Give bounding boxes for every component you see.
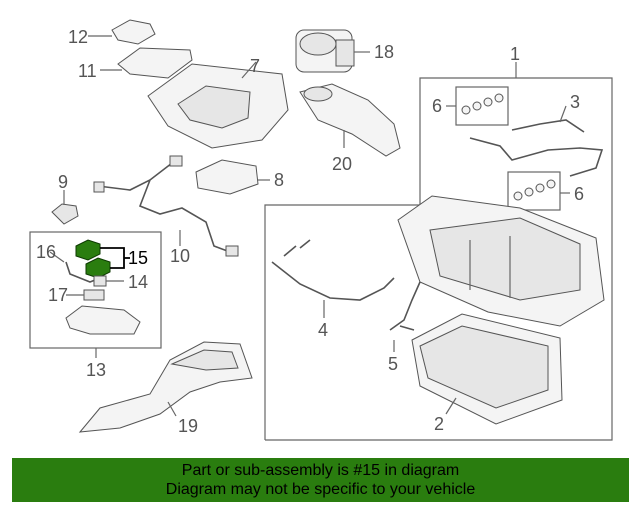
callout-4: 4 (318, 320, 328, 340)
part-11: 11 (78, 47, 193, 81)
part-6-lower: 6 (507, 171, 584, 211)
part-9: 9 (51, 172, 79, 225)
part-2-tray: 2 (411, 313, 563, 434)
callout-20: 20 (332, 154, 352, 174)
banner-line-2: Diagram may not be specific to your vehi… (165, 481, 476, 498)
callout-10: 10 (170, 246, 190, 266)
part-18-blower: 18 (295, 29, 394, 73)
callout-19: 19 (178, 416, 198, 436)
callout-2: 2 (434, 414, 444, 434)
info-banner: Part or sub-assembly is #15 in diagram D… (12, 458, 629, 502)
callout-15: 15 (128, 248, 148, 268)
part-15-highlighted: 15 (75, 239, 148, 279)
part-3-wiring: 3 (469, 92, 604, 177)
part-6-upper: 6 (432, 86, 509, 126)
banner-line-1: Part or sub-assembly is #15 in diagram (181, 462, 460, 479)
part-4-harness: 4 (271, 239, 395, 340)
callout-1-group: 1 (510, 44, 520, 78)
callout-6-lower: 6 (574, 184, 584, 204)
callout-8: 8 (274, 170, 284, 190)
callout-5: 5 (388, 354, 398, 374)
callout-18: 18 (374, 42, 394, 62)
callout-3: 3 (570, 92, 580, 112)
callout-11: 11 (78, 61, 97, 81)
battery-frame (397, 195, 605, 327)
part-17: 17 (48, 285, 105, 305)
part-14: 14 (93, 272, 148, 292)
callout-14: 14 (128, 272, 148, 292)
part-10-harness: 10 (93, 155, 239, 266)
part-19-duct: 19 (78, 341, 253, 436)
callout-7: 7 (250, 56, 260, 76)
battery-assembly-frame (264, 77, 613, 441)
callout-9: 9 (58, 172, 68, 192)
parts-diagram: 12 11 7 18 20 9 8 (29, 19, 613, 441)
part-12: 12 (68, 19, 156, 47)
callout-13: 13 (86, 360, 106, 380)
callout-17: 17 (48, 285, 68, 305)
part-5-harness: 5 (388, 281, 421, 374)
callout-16: 16 (36, 242, 56, 262)
part-8: 8 (195, 159, 284, 195)
bracket-assembly: 13 (65, 305, 141, 380)
part-7-tray: 7 (147, 56, 289, 149)
callout-12: 12 (68, 27, 88, 47)
part-20-duct: 20 (299, 83, 401, 174)
callout-1: 1 (510, 44, 520, 64)
callout-6-upper: 6 (432, 96, 442, 116)
